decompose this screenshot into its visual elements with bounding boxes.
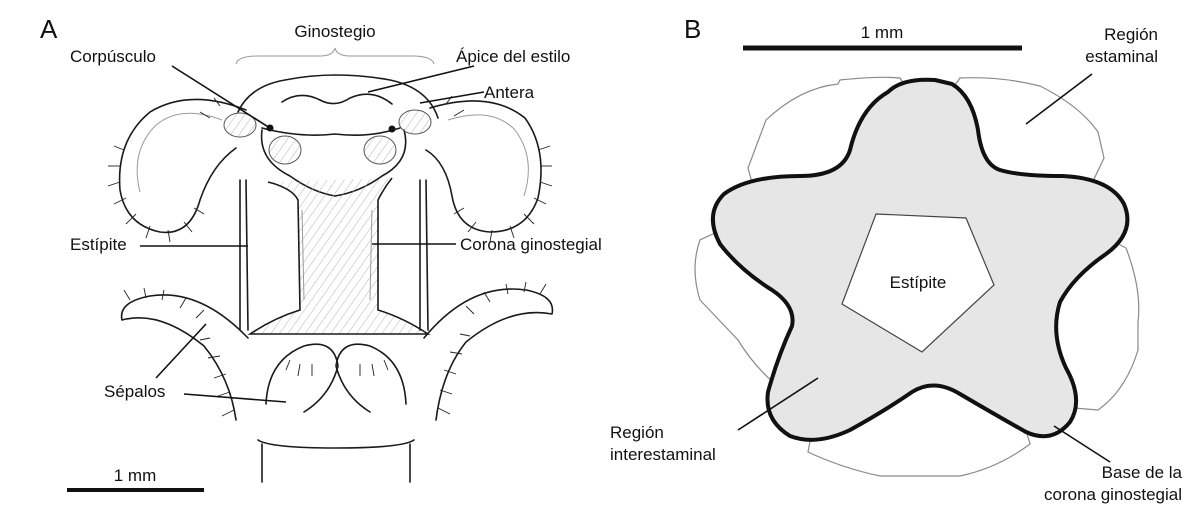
label-corpusculo: Corpúsculo xyxy=(70,47,156,66)
corona-inner xyxy=(301,209,373,301)
left-pollinium xyxy=(268,135,302,165)
label-base-1: Base de la xyxy=(1102,463,1183,482)
leader-sepalos-2 xyxy=(183,393,287,403)
label-region-inter-2: interestaminal xyxy=(610,445,716,464)
panel-a: A xyxy=(40,14,602,492)
gynostegium-drawing xyxy=(107,47,554,483)
label-corona: Corona ginostegial xyxy=(460,235,602,254)
left-anther-sac xyxy=(223,112,257,138)
label-ginostegio: Ginostegio xyxy=(294,22,375,41)
panel-a-letter: A xyxy=(40,14,58,44)
label-region-estaminal-2: estaminal xyxy=(1085,47,1158,66)
head-front xyxy=(261,127,401,136)
label-estipite-a: Estípite xyxy=(70,235,127,254)
panel-b-letter: B xyxy=(684,14,701,44)
stipe-left-line2 xyxy=(245,179,249,331)
leader-region-estaminal xyxy=(1025,73,1093,125)
leader-antera xyxy=(419,91,485,104)
sepal-front-right xyxy=(335,343,407,413)
label-region-estaminal-1: Región xyxy=(1104,25,1158,44)
head-cleft xyxy=(281,93,393,105)
label-region-inter-1: Región xyxy=(610,423,664,442)
right-wing xyxy=(425,100,542,233)
label-estipite-b: Estípite xyxy=(890,273,947,292)
scale-label-b: 1 mm xyxy=(861,23,904,42)
label-apice: Ápice del estilo xyxy=(456,47,570,66)
scale-label-a: 1 mm xyxy=(114,466,157,485)
sepal-right xyxy=(423,288,554,421)
sepal-left xyxy=(120,294,249,421)
sepal-front-left xyxy=(265,343,339,413)
right-pollinium xyxy=(363,135,397,165)
panel-b: B 1 mm Estípite Región estaminal Región … xyxy=(610,14,1183,504)
head-top xyxy=(237,74,439,119)
leader-apice xyxy=(367,65,475,93)
pedicel xyxy=(261,443,411,483)
left-wing xyxy=(118,98,247,234)
stipe-pentagon xyxy=(841,213,995,353)
corona-body xyxy=(247,177,431,335)
hairs xyxy=(107,95,553,417)
leader-base xyxy=(1053,425,1111,463)
stipe-right-line xyxy=(425,179,429,331)
leader-sepalos-1 xyxy=(155,323,207,379)
leader-region-inter xyxy=(737,377,819,431)
label-antera: Antera xyxy=(484,83,535,102)
left-wing-inner xyxy=(136,112,223,193)
ginostegio-brace xyxy=(235,47,435,65)
leader-corpusculo xyxy=(171,65,271,129)
label-sepalos: Sépalos xyxy=(104,382,165,401)
label-base-2: corona ginostegial xyxy=(1044,485,1182,504)
right-anther-sac xyxy=(398,109,432,135)
sepal-base xyxy=(257,439,415,449)
right-corpuscle xyxy=(388,125,396,133)
right-wing-inner xyxy=(447,114,529,197)
